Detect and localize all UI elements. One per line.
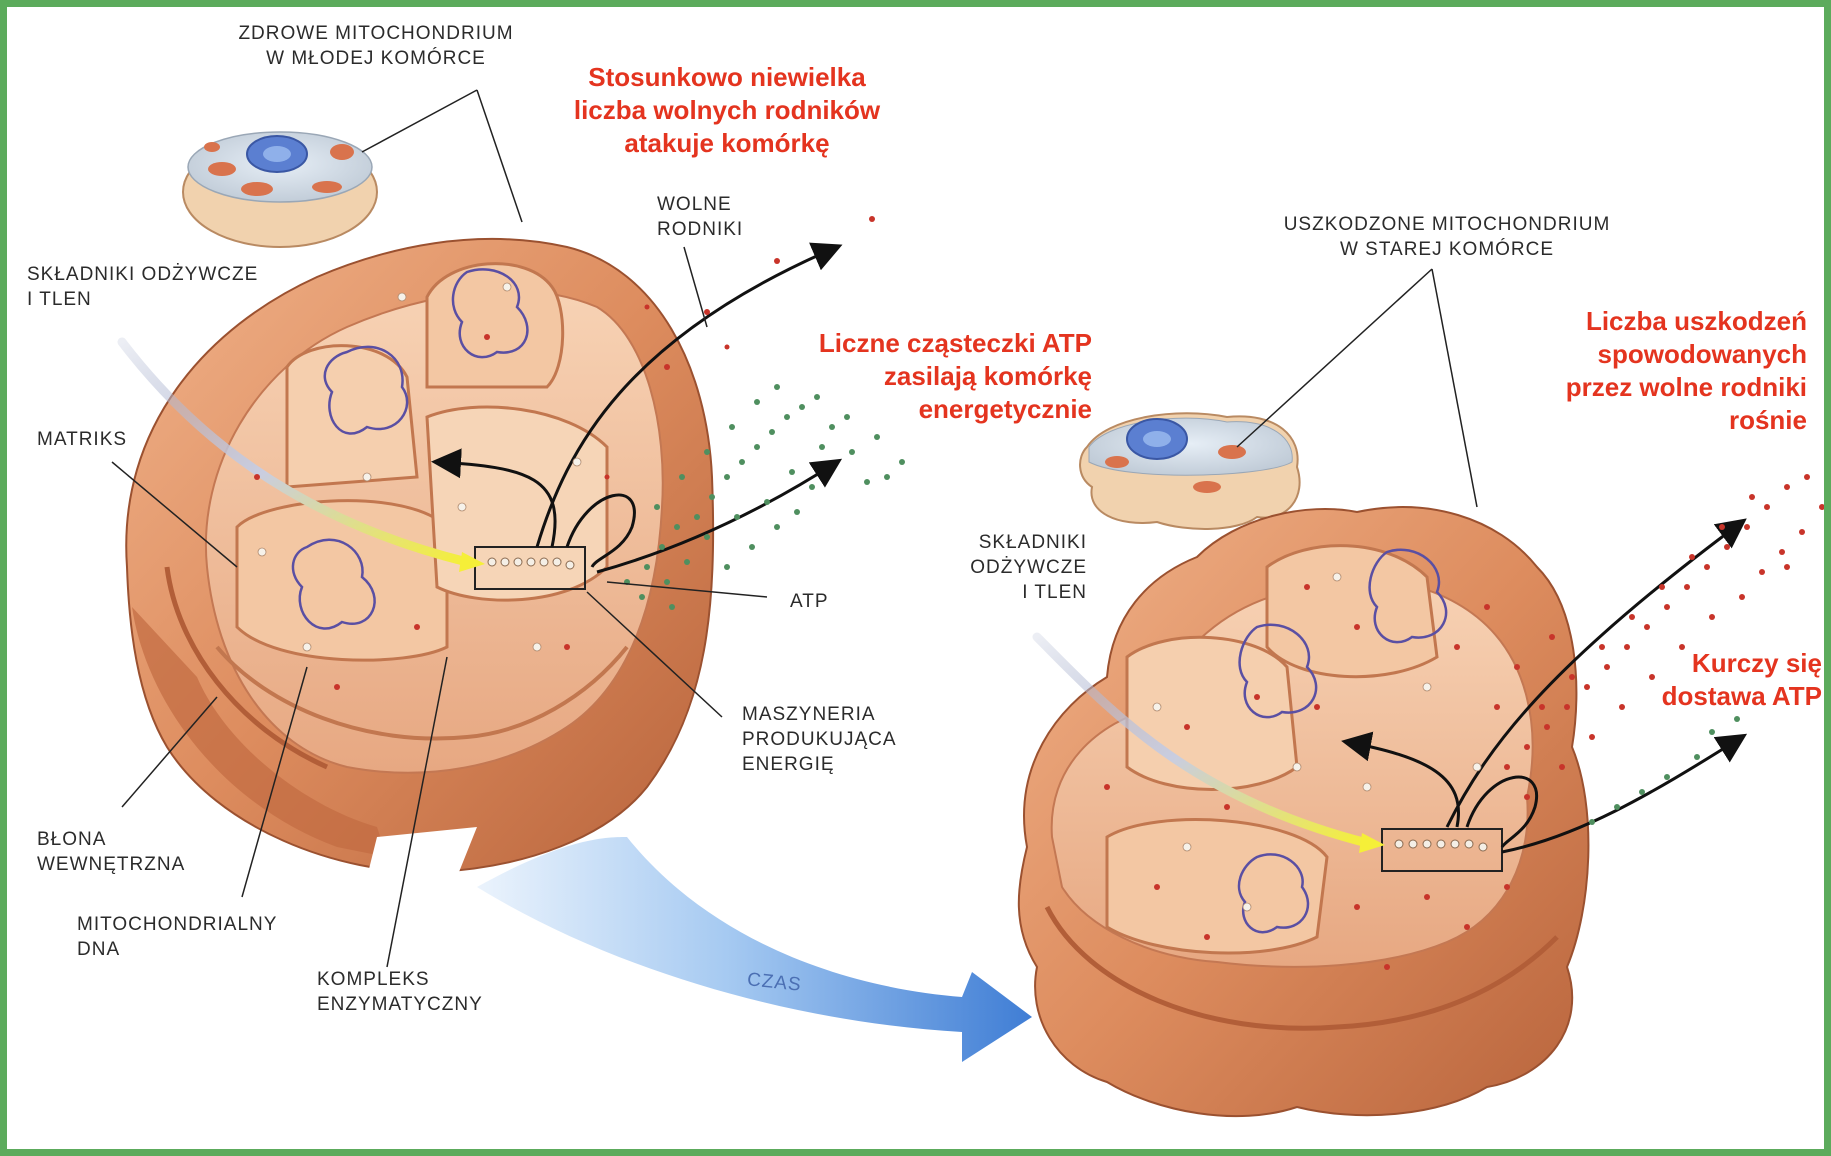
label-enzyme-complex: KOMPLEKS ENZYMATYCZNY bbox=[317, 967, 483, 1017]
healthy-title: ZDROWE MITOCHONDRIUM W MŁODEJ KOMÓRCE bbox=[191, 21, 561, 71]
label-nutrients-right: SKŁADNIKI ODŻYWCZE I TLEN bbox=[947, 530, 1087, 605]
label-atp: ATP bbox=[790, 589, 829, 614]
damaged-title: USZKODZONE MITOCHONDRIUM W STAREJ KOMÓRC… bbox=[1232, 212, 1662, 262]
mitochondria-illustration bbox=[7, 7, 1831, 1156]
young-cell-icon bbox=[183, 132, 377, 247]
healthy-mitochondrion bbox=[122, 216, 905, 877]
label-machinery: MASZYNERIA PRODUKUJĄCA ENERGIĘ bbox=[742, 702, 897, 777]
time-arrow bbox=[477, 837, 1032, 1062]
label-free-radicals: WOLNE RODNIKI bbox=[657, 192, 743, 242]
label-mito-dna: MITOCHONDRIALNY DNA bbox=[77, 912, 277, 962]
note-many-atp: Liczne cząsteczki ATP zasilają komórkę e… bbox=[707, 327, 1092, 426]
damaged-mitochondrion bbox=[1019, 474, 1825, 1116]
label-matrix: MATRIKS bbox=[37, 427, 127, 452]
note-atp-shrinks: Kurczy się dostawa ATP bbox=[1567, 647, 1822, 713]
note-few-radicals: Stosunkowo niewielka liczba wolnych rodn… bbox=[537, 61, 917, 160]
old-cell-icon bbox=[1080, 413, 1300, 529]
label-inner-membrane: BŁONA WEWNĘTRZNA bbox=[37, 827, 185, 877]
note-damage-grows: Liczba uszkodzeń spowodowanych przez wol… bbox=[1487, 305, 1807, 437]
label-nutrients-left: SKŁADNIKI ODŻYWCZE I TLEN bbox=[27, 262, 258, 312]
